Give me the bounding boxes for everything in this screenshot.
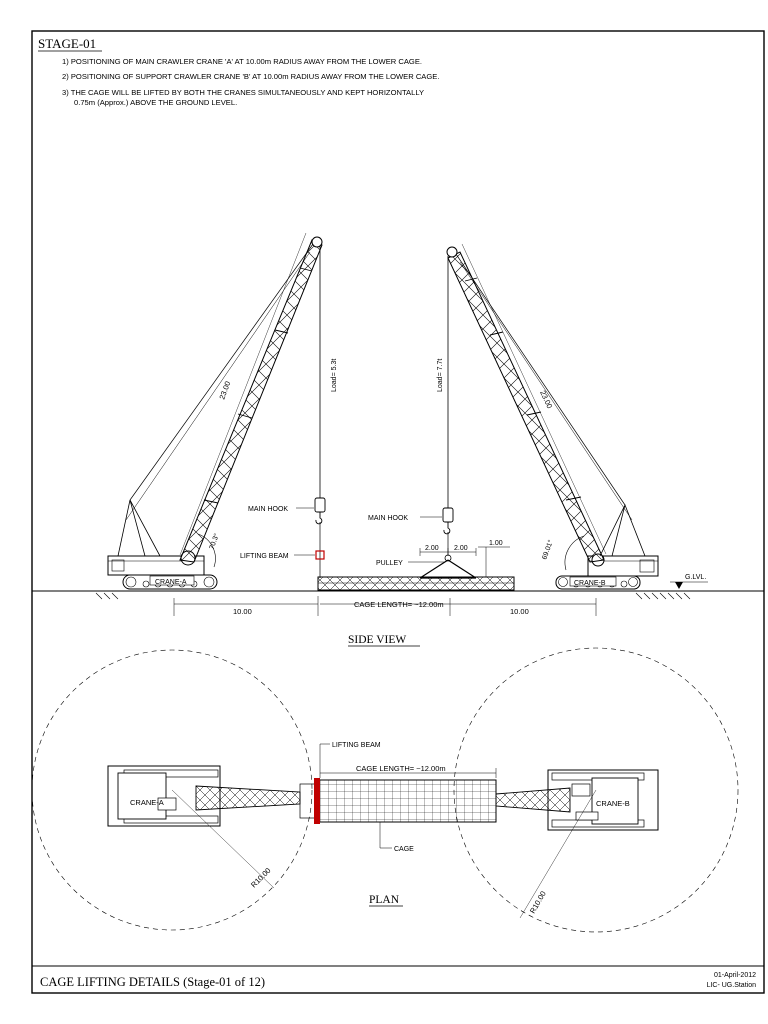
plan-cage-label: CAGE xyxy=(394,846,414,853)
drawing-title: CAGE LIFTING DETAILS (Stage-01 of 12) xyxy=(40,975,265,989)
note-line-2: 2) POSITIONING OF SUPPORT CRAWLER CRANE … xyxy=(62,72,439,81)
crane-a-hook-label: MAIN HOOK xyxy=(248,506,288,513)
crane-b-slings xyxy=(419,559,477,579)
drawing-project: LIC- UG.Station xyxy=(707,982,757,989)
crane-b-dim-right: 2.00 xyxy=(454,545,468,552)
plan-radius-a: R10.00 xyxy=(249,866,272,889)
crane-a-boom-length: 23.00 xyxy=(217,380,232,401)
plan-crane-b-label: CRANE-B xyxy=(596,799,630,808)
crane-b-name-plate xyxy=(569,576,617,587)
note-line-3: 3) THE CAGE WILL BE LIFTED BY BOTH THE C… xyxy=(62,88,424,97)
plan-cage xyxy=(317,779,497,823)
plan-boom-a xyxy=(195,785,301,811)
ground-hatch xyxy=(95,592,691,600)
crane-a-name-plate xyxy=(149,575,195,586)
crane-a-main-hook xyxy=(314,497,326,525)
note-line-1: 1) POSITIONING OF MAIN CRAWLER CRANE 'A'… xyxy=(62,57,422,66)
crane-b-dim-height: 1.00 xyxy=(489,540,503,547)
crane-a-angle: 70.3° xyxy=(208,532,221,550)
crane-a-pendant xyxy=(129,243,314,501)
crane-a-name: CRANE-A xyxy=(155,579,187,586)
plan-radius-circle-a xyxy=(31,649,313,931)
crane-a-gantry xyxy=(117,499,161,557)
cage-side-body xyxy=(317,576,515,591)
crane-b-boom-length: 23.00 xyxy=(538,389,554,410)
crane-b-side: CRANE-B 69.01° 23.0 xyxy=(368,243,659,590)
plan-beam-label: LIFTING BEAM xyxy=(332,742,381,749)
side-dimensions xyxy=(173,596,597,616)
crane-a-lifting-beam xyxy=(315,550,325,560)
side-view: G.LVL. CRANE-A 70.3° xyxy=(95,232,708,647)
stage-title: STAGE-01 xyxy=(38,36,96,51)
plan-cage-length: CAGE LENGTH= ~12.00m xyxy=(356,764,446,773)
crane-b-boom xyxy=(447,251,605,563)
drawing-date: 01-April-2012 xyxy=(714,972,756,979)
crane-b-boom-head xyxy=(446,246,458,258)
plan-crane-a-label: CRANE-A xyxy=(130,798,164,807)
sheet-border xyxy=(31,30,765,994)
crane-a-beam-label: LIFTING BEAM xyxy=(240,553,289,560)
plan-crane-b: CRANE-B xyxy=(547,769,659,831)
crane-b-name: CRANE-B xyxy=(574,580,606,587)
crane-b-main-hook xyxy=(442,507,454,535)
ground-level-label: G.LVL. xyxy=(685,574,706,581)
plan-radius-b: R10.00 xyxy=(528,890,548,915)
side-cage-length: CAGE LENGTH= ~12.00m xyxy=(354,600,444,609)
plan-title: PLAN xyxy=(369,894,400,906)
plan-view: CRANE-A CRANE-B LIFTING BEAM CAGE LENGTH… xyxy=(31,647,739,933)
plan-boom-b xyxy=(495,787,571,813)
crane-b-hook-label: MAIN HOOK xyxy=(368,515,408,522)
plan-lifting-beam xyxy=(314,778,320,824)
side-dim-left: 10.00 xyxy=(233,607,252,616)
crane-b-pulley-label: PULLEY xyxy=(376,560,403,567)
header-notes: STAGE-01 1) POSITIONING OF MAIN CRAWLER … xyxy=(38,36,439,107)
side-dim-right: 10.00 xyxy=(510,607,529,616)
note-line-4: 0.75m (Approx.) ABOVE THE GROUND LEVEL. xyxy=(74,98,237,107)
crane-a-boom-head xyxy=(311,236,323,248)
crane-a-side: CRANE-A 70.3° xyxy=(107,232,338,590)
crane-b-load: Load= 7.7t xyxy=(437,359,444,392)
crane-a-load: Load= 5.3t xyxy=(331,359,338,392)
crane-b-dim-left: 2.00 xyxy=(425,545,439,552)
cage-side xyxy=(317,576,515,591)
title-block: CAGE LIFTING DETAILS (Stage-01 of 12) 01… xyxy=(40,972,756,989)
crane-b-gantry xyxy=(599,503,646,557)
ground-level-marker xyxy=(675,582,683,589)
crane-b-pendant xyxy=(455,253,626,506)
crane-a-boom xyxy=(179,239,323,563)
crane-b-angle: 69.01° xyxy=(540,539,555,561)
side-view-title: SIDE VIEW xyxy=(348,634,406,646)
